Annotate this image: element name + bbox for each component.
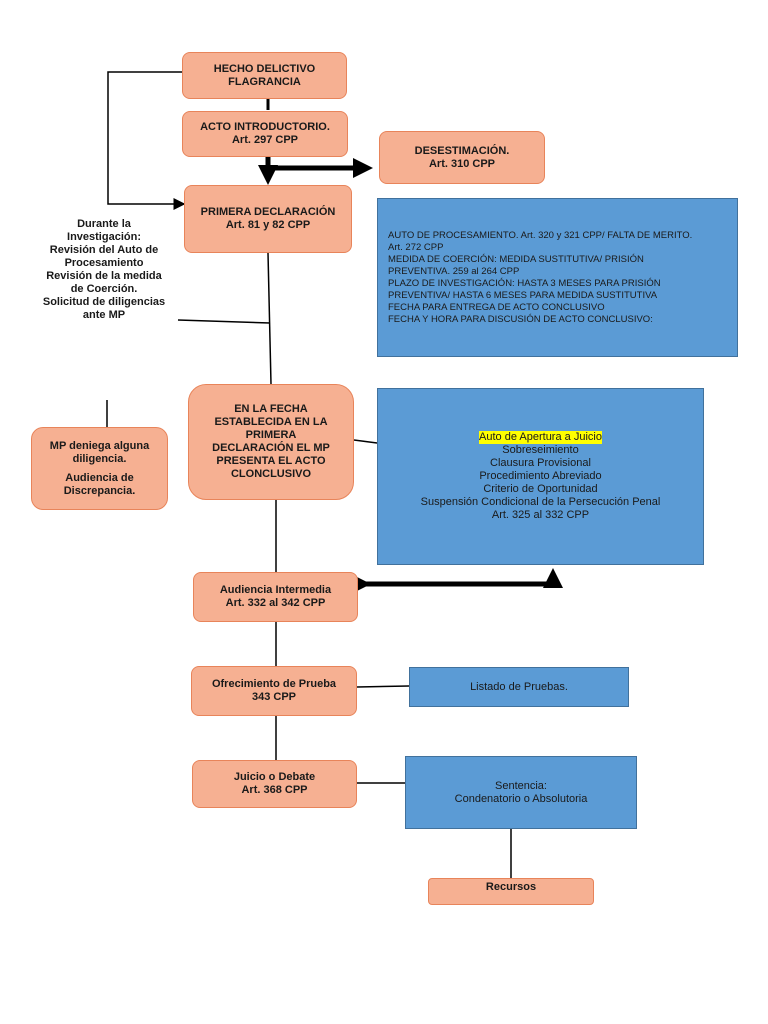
node-desestimacion-line-2: Art. 310 CPP	[428, 157, 496, 170]
node-fecha-line-5: PRESENTA EL ACTO	[216, 455, 326, 467]
connector-durante	[177, 319, 271, 324]
node-acto-line-2: Art. 297 CPP	[231, 134, 299, 146]
node-primera-declaracion: PRIMERA DECLARACIÓN Art. 81 y 82 CPP	[184, 185, 352, 253]
node-durante-line-8: ante MP	[82, 309, 126, 321]
node-audiencia-discrepancia-line-2: Discrepancia.	[63, 484, 136, 497]
node-mp-deniega: MP deniega alguna diligencia. Audiencia …	[31, 427, 168, 510]
node-auto-proc-line-4: PREVENTIVA. 259 al 264 CPP	[388, 265, 520, 277]
node-fecha-line-4: DECLARACIÓN EL MP	[212, 442, 330, 454]
node-fecha-line-2: ESTABLECIDA EN LA	[214, 416, 328, 428]
connector-intermedia-apertura	[351, 568, 563, 594]
node-fecha-line-3: PRIMERA	[245, 429, 297, 441]
node-recursos: Recursos	[428, 878, 594, 905]
node-listado-pruebas: Listado de Pruebas.	[409, 667, 629, 707]
node-durante-investigacion: Durante la Investigación: Revisión del A…	[24, 218, 184, 322]
node-auto-proc-line-6: PREVENTIVA/ HASTA 6 MESES PARA MEDIDA SU…	[388, 289, 658, 301]
node-durante-line-1: Durante la	[77, 218, 131, 230]
node-primera-line-1: PRIMERA DECLARACIÓN	[200, 206, 336, 218]
node-juicio-debate: Juicio o Debate Art. 368 CPP	[192, 760, 357, 808]
node-durante-line-3: Revisión del Auto de	[49, 244, 159, 256]
node-sentencia-line-2: Condenatorio o Absolutoria	[454, 792, 588, 805]
node-fecha-line-1: EN LA FECHA	[234, 403, 308, 415]
node-juicio-line-1: Juicio o Debate	[233, 771, 316, 783]
connector-ofrecimiento-listado	[356, 685, 410, 688]
node-ofrecimiento-line-1: Ofrecimiento de Prueba	[211, 678, 337, 690]
node-durante-line-2: Investigación:	[67, 231, 141, 243]
node-listado-line-1: Listado de Pruebas.	[470, 680, 568, 693]
node-apertura-line-3: Procedimiento Abreviado	[479, 470, 602, 482]
connector-hecho-loop	[107, 71, 186, 210]
node-auto-apertura: Auto de Apertura a Juicio Sobreseimiento…	[377, 388, 704, 565]
node-auto-procesamiento: AUTO DE PROCESAMIENTO. Art. 320 y 321 CP…	[377, 198, 738, 357]
node-fecha-acto-conclusivo: EN LA FECHA ESTABLECIDA EN LA PRIMERA DE…	[188, 384, 354, 500]
node-acto-introductorio: ACTO INTRODUCTORIO. Art. 297 CPP	[182, 111, 348, 157]
node-apertura-line-2: Clausura Provisional	[490, 457, 591, 469]
node-auto-proc-line-7: FECHA PARA ENTREGA DE ACTO CONCLUSIVO	[388, 301, 605, 313]
node-sentencia: Sentencia: Condenatorio o Absolutoria	[405, 756, 637, 829]
node-fecha-line-6: CLONCLUSIVO	[230, 468, 312, 480]
node-apertura-line-6: Art. 325 al 332 CPP	[491, 509, 590, 521]
node-audiencia-intermedia: Audiencia Intermedia Art. 332 al 342 CPP	[193, 572, 358, 622]
node-acto-line-1: ACTO INTRODUCTORIO.	[200, 121, 330, 133]
connector-fecha-apertura	[353, 439, 378, 444]
node-mp-deniega-line-2: diligencia.	[72, 452, 127, 465]
node-durante-line-5: Revisión de la medida	[46, 270, 162, 282]
node-mp-deniega-line-1: MP deniega alguna	[49, 439, 150, 452]
node-apertura-highlight: Auto de Apertura a Juicio	[479, 431, 602, 444]
node-audiencia-discrepancia-line-1: Audiencia de	[65, 471, 134, 484]
node-apertura-line-4: Criterio de Oportunidad	[483, 483, 598, 495]
node-ofrecimiento-prueba: Ofrecimiento de Prueba 343 CPP	[191, 666, 357, 716]
node-juicio-line-2: Art. 368 CPP	[241, 784, 308, 796]
node-durante-line-4: Procesamiento	[64, 257, 144, 269]
node-hecho-line-1: HECHO DELICTIVO	[213, 62, 316, 75]
node-sentencia-line-1: Sentencia:	[495, 779, 547, 792]
node-durante-line-6: de Coerción.	[70, 283, 138, 295]
node-intermedia-line-1: Audiencia Intermedia	[219, 584, 332, 596]
connector-primera-fecha	[267, 252, 272, 385]
node-intermedia-line-2: Art. 332 al 342 CPP	[225, 597, 326, 609]
node-desestimacion: DESESTIMACIÓN. Art. 310 CPP	[379, 131, 545, 184]
node-hecho-delictivo: HECHO DELICTIVO FLAGRANCIA	[182, 52, 347, 99]
node-durante-line-7: Solicitud de diligencias	[42, 296, 166, 308]
node-recursos-line-1: Recursos	[485, 881, 537, 893]
node-ofrecimiento-line-2: 343 CPP	[251, 691, 297, 703]
node-auto-proc-line-3: MEDIDA DE COERCIÓN: MEDIDA SUSTITUTIVA/ …	[388, 253, 644, 265]
node-primera-line-2: Art. 81 y 82 CPP	[225, 219, 311, 231]
node-auto-proc-line-2: Art. 272 CPP	[388, 241, 444, 253]
node-apertura-line-5: Suspensión Condicional de la Persecución…	[420, 496, 661, 508]
node-hecho-line-2: FLAGRANCIA	[228, 75, 301, 88]
node-desestimacion-line-1: DESESTIMACIÓN.	[414, 144, 510, 157]
node-apertura-line-1: Sobreseimiento	[502, 444, 579, 456]
node-auto-proc-line-1: AUTO DE PROCESAMIENTO. Art. 320 y 321 CP…	[388, 229, 693, 241]
node-auto-proc-line-5: PLAZO DE INVESTIGACIÓN: HASTA 3 MESES PA…	[388, 277, 661, 289]
node-auto-proc-line-8: FECHA Y HORA PARA DISCUSIÓN DE ACTO CONC…	[388, 313, 653, 325]
